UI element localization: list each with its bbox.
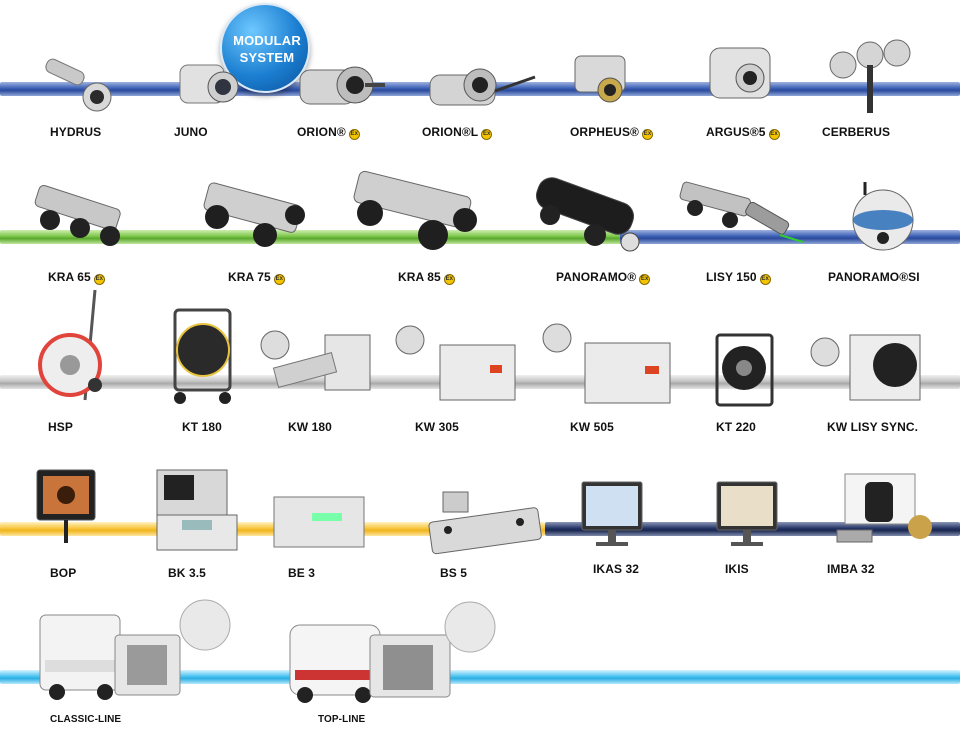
label-be-3: BE 3 bbox=[288, 566, 316, 580]
label-panoramo-si: PANORAMO®SI bbox=[828, 270, 920, 284]
classic-line-vehicle-image[interactable] bbox=[35, 599, 235, 705]
label-classic-line: CLASSIC-LINE bbox=[50, 714, 122, 725]
ex-icon: Ex bbox=[443, 274, 455, 285]
juno-camera-image[interactable] bbox=[175, 55, 245, 115]
kw-lisy-sync-winch-image[interactable] bbox=[805, 320, 925, 410]
label-juno: JUNO bbox=[174, 125, 208, 139]
ex-icon: Ex bbox=[768, 129, 780, 140]
argus-5-camera-image[interactable] bbox=[705, 40, 785, 110]
kw-505-winch-image[interactable] bbox=[535, 318, 675, 408]
cerberus-camera-image[interactable] bbox=[825, 35, 915, 115]
bk-3-5-control-box-image[interactable] bbox=[152, 465, 242, 555]
label-imba-32: IMBA 32 bbox=[827, 562, 875, 576]
label-hsp: HSP bbox=[48, 420, 73, 434]
label-bk-3-5: BK 3.5 bbox=[168, 566, 206, 580]
label-ikas-32: IKAS 32 bbox=[593, 562, 640, 576]
label-top-line: TOP-LINE bbox=[318, 714, 366, 725]
label-bop: BOP bbox=[50, 566, 77, 580]
kw-180-winch-image[interactable] bbox=[255, 320, 375, 410]
kra-75-crawler-image[interactable] bbox=[195, 182, 315, 255]
badge-line-2: SYSTEM bbox=[239, 50, 295, 65]
label-kw-505: KW 505 bbox=[570, 420, 614, 434]
hsp-reel-image[interactable] bbox=[35, 289, 115, 410]
kw-305-winch-image[interactable] bbox=[390, 320, 520, 410]
label-kt-180: KT 180 bbox=[182, 420, 222, 434]
kt-220-reel-image[interactable] bbox=[712, 330, 782, 410]
imba-32-software-image[interactable] bbox=[835, 472, 935, 552]
panoramo-camera-image[interactable] bbox=[525, 177, 645, 255]
ex-icon: Ex bbox=[642, 129, 653, 140]
label-cerberus: CERBERUS bbox=[822, 125, 891, 139]
kra-85-crawler-image[interactable] bbox=[345, 170, 485, 255]
label-kt-220: KT 220 bbox=[716, 420, 756, 434]
label-ikis: IKIS bbox=[725, 562, 749, 576]
ikas-32-monitor-image[interactable] bbox=[580, 480, 660, 555]
badge-line-1: MODULAR bbox=[233, 33, 301, 48]
orion-camera-image[interactable] bbox=[295, 55, 385, 115]
kt-180-reel-image[interactable] bbox=[165, 300, 245, 405]
orion-l-camera-image[interactable] bbox=[425, 55, 536, 115]
ex-icon: Ex bbox=[93, 274, 105, 285]
lisy-150-crawler-image[interactable] bbox=[675, 180, 805, 255]
ex-icon: Ex bbox=[639, 274, 651, 285]
rail-row-5 bbox=[0, 670, 960, 684]
ex-icon: Ex bbox=[348, 129, 360, 140]
bs-5-keyboard-image[interactable] bbox=[428, 490, 548, 565]
panoramo-si-camera-image[interactable] bbox=[850, 180, 920, 260]
ex-icon: Ex bbox=[759, 274, 771, 285]
orpheus-camera-image[interactable] bbox=[570, 48, 640, 108]
label-orion: ORION®Ex bbox=[297, 125, 360, 140]
ex-icon: Ex bbox=[273, 274, 285, 285]
label-kw-305: KW 305 bbox=[415, 420, 459, 434]
be-3-unit-image[interactable] bbox=[272, 495, 372, 555]
label-kw-180: KW 180 bbox=[288, 420, 332, 434]
label-kw-lisy-sync: KW LISY SYNC. bbox=[827, 420, 919, 434]
bop-monitor-image[interactable] bbox=[35, 468, 105, 553]
label-panoramo: PANORAMO®Ex bbox=[556, 270, 651, 285]
ex-icon: Ex bbox=[481, 129, 493, 140]
rail-row-4 bbox=[0, 522, 545, 536]
kra-65-crawler-image[interactable] bbox=[25, 185, 135, 248]
label-orpheus: ORPHEUS®Ex bbox=[570, 125, 653, 140]
top-line-vehicle-image[interactable] bbox=[285, 601, 505, 705]
hydrus-camera-image[interactable] bbox=[35, 55, 125, 115]
label-bs-5: BS 5 bbox=[440, 566, 468, 580]
label-hydrus: HYDRUS bbox=[50, 125, 102, 139]
ikis-monitor-image[interactable] bbox=[715, 480, 795, 555]
